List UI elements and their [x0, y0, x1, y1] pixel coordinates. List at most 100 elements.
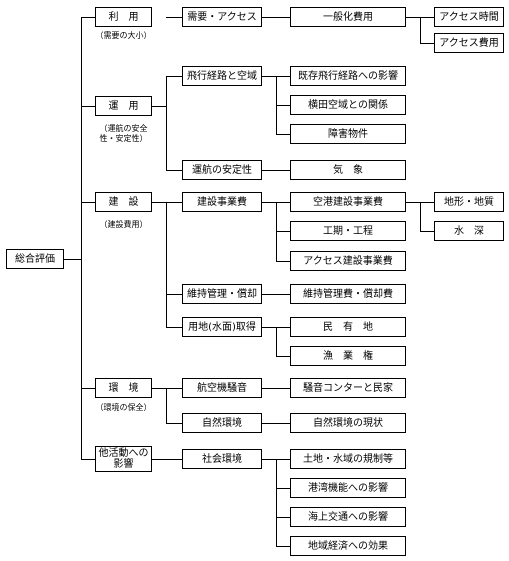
node-souon-contour-minka: 騒音コンターと民家	[290, 378, 406, 398]
connector-line	[276, 356, 290, 357]
connector-line	[152, 202, 182, 203]
connector-line	[276, 546, 290, 547]
node-label: 自然環境	[202, 417, 242, 429]
note-unkou-anzensei: （運航の安全 性・安定性）	[87, 124, 160, 144]
node-label: 建設事業費	[197, 196, 247, 208]
connector-line	[276, 459, 277, 546]
node-shougai-bukken: 障害物件	[290, 124, 406, 144]
connector-line	[420, 17, 421, 43]
node-kuukou-kensetsu-jigyouhi: 空港建設事業費	[290, 192, 406, 212]
node-kishou: 気 象	[290, 160, 406, 180]
node-iji-kanrihi-shoukyakuhi: 維持管理費・償却費	[290, 284, 406, 304]
node-tacatsudou-eikyou: 他活動への 影響	[95, 446, 152, 472]
node-hikou-keiro-kuuiki: 飛行経路と空域	[182, 66, 262, 86]
node-label: 社会環境	[202, 453, 242, 465]
node-label: 用地(水面)取得	[188, 321, 256, 333]
connector-line	[81, 459, 95, 460]
node-label: 空港建設事業費	[313, 196, 383, 208]
connector-line	[420, 231, 434, 232]
node-label: 海上交通への影響	[308, 511, 388, 523]
note-kankyou-hozen: （環境の保全）	[95, 403, 152, 412]
connector-line	[262, 170, 290, 171]
node-kankyou: 環 境	[95, 378, 152, 398]
note-juyou-daishou: （需要の大小）	[95, 31, 152, 40]
connector-line	[166, 202, 167, 327]
node-label: アクセス費用	[439, 37, 499, 49]
root-node-sougou-hyouka: 総合評価	[6, 249, 64, 269]
node-juyou-access: 需要・アクセス	[182, 7, 262, 27]
node-shizen-kankyou-genjou: 自然環境の現状	[290, 413, 406, 433]
node-unkou-anteisei: 運航の安定性	[182, 160, 262, 180]
connector-line	[420, 202, 421, 231]
node-chiiki-keizai-kouka: 地域経済への効果	[290, 536, 406, 556]
node-label: 騒音コンターと民家	[303, 382, 393, 394]
node-yokota-kuuiki: 横田空域との関係	[290, 95, 406, 115]
node-gyogyouken: 漁 業 権	[290, 346, 406, 366]
connector-line	[81, 202, 95, 203]
node-label: 建 設	[108, 196, 139, 208]
connector-line	[262, 202, 290, 203]
node-suishin: 水 深	[434, 221, 504, 241]
node-label: 地域経済への効果	[308, 540, 388, 552]
node-koukuuki-souon: 航空機騒音	[182, 378, 262, 398]
node-ippanka-hiyou: 一般化費用	[290, 7, 406, 27]
node-label: 他活動への	[98, 448, 149, 459]
node-label: 運航の安定性	[192, 164, 252, 176]
node-access-hiyou: アクセス費用	[434, 33, 504, 53]
node-label: 水 深	[454, 225, 484, 237]
connector-line	[64, 259, 81, 260]
note-line: 性・安定性）	[99, 134, 148, 143]
connector-line	[152, 388, 182, 389]
node-kaijou-koutsuu-eikyou: 海上交通への影響	[290, 507, 406, 527]
node-label: 一般化費用	[323, 11, 373, 23]
node-label: 維持管理・償却	[187, 288, 257, 300]
node-label: 障害物件	[328, 128, 368, 140]
node-label: 環 境	[108, 382, 139, 394]
node-label: アクセス建設事業費	[303, 255, 393, 267]
connector-line	[152, 106, 166, 107]
connector-line	[262, 76, 290, 77]
connector-line	[276, 105, 290, 106]
node-access-jikan: アクセス時間	[434, 7, 504, 27]
node-label: 気 象	[333, 164, 363, 176]
note-line: （運航の安全	[99, 124, 148, 133]
node-minyuuchi: 民 有 地	[290, 317, 406, 337]
node-label: 横田空域との関係	[308, 99, 388, 111]
connector-line	[166, 327, 182, 328]
node-label: 運 用	[108, 100, 139, 112]
connector-line	[420, 43, 434, 44]
node-label: 影響	[113, 459, 134, 470]
connector-line	[262, 459, 290, 460]
connector-line	[276, 134, 290, 135]
connector-line	[81, 106, 95, 107]
node-label: 工期・工程	[323, 225, 373, 237]
node-label: 飛行経路と空域	[187, 70, 257, 82]
connector-line	[166, 17, 182, 18]
node-access-kensetsu-jigyouhi: アクセス建設事業費	[290, 251, 406, 271]
node-label: 利 用	[108, 11, 139, 23]
connector-line	[166, 76, 182, 77]
node-shakai-kankyou: 社会環境	[182, 449, 262, 469]
node-kensetsu: 建 設	[95, 192, 152, 212]
node-shizen-kankyou: 自然環境	[182, 413, 262, 433]
node-unyou: 運 用	[95, 96, 152, 116]
node-label: 需要・アクセス	[187, 11, 257, 23]
connector-line	[81, 388, 95, 389]
node-label: 総合評価	[15, 253, 55, 265]
node-riyou: 利 用	[95, 7, 152, 27]
node-kensetsu-jigyouhi: 建設事業費	[182, 192, 262, 212]
node-label: 自然環境の現状	[313, 417, 383, 429]
connector-line	[276, 231, 290, 232]
node-label: 既存飛行経路への影響	[298, 70, 398, 82]
connector-line	[262, 294, 290, 295]
node-label: 民 有 地	[323, 321, 373, 333]
node-youchi-shutoku: 用地(水面)取得	[182, 317, 262, 337]
connector-line	[262, 423, 290, 424]
node-label: 維持管理費・償却費	[303, 288, 393, 300]
connector-line	[276, 261, 290, 262]
connector-line	[166, 76, 167, 170]
node-label: 漁 業 権	[323, 350, 373, 362]
node-label: 土地・水域の規制等	[303, 453, 393, 465]
note-kensetsu-hiyou: （建設費用）	[99, 220, 148, 229]
